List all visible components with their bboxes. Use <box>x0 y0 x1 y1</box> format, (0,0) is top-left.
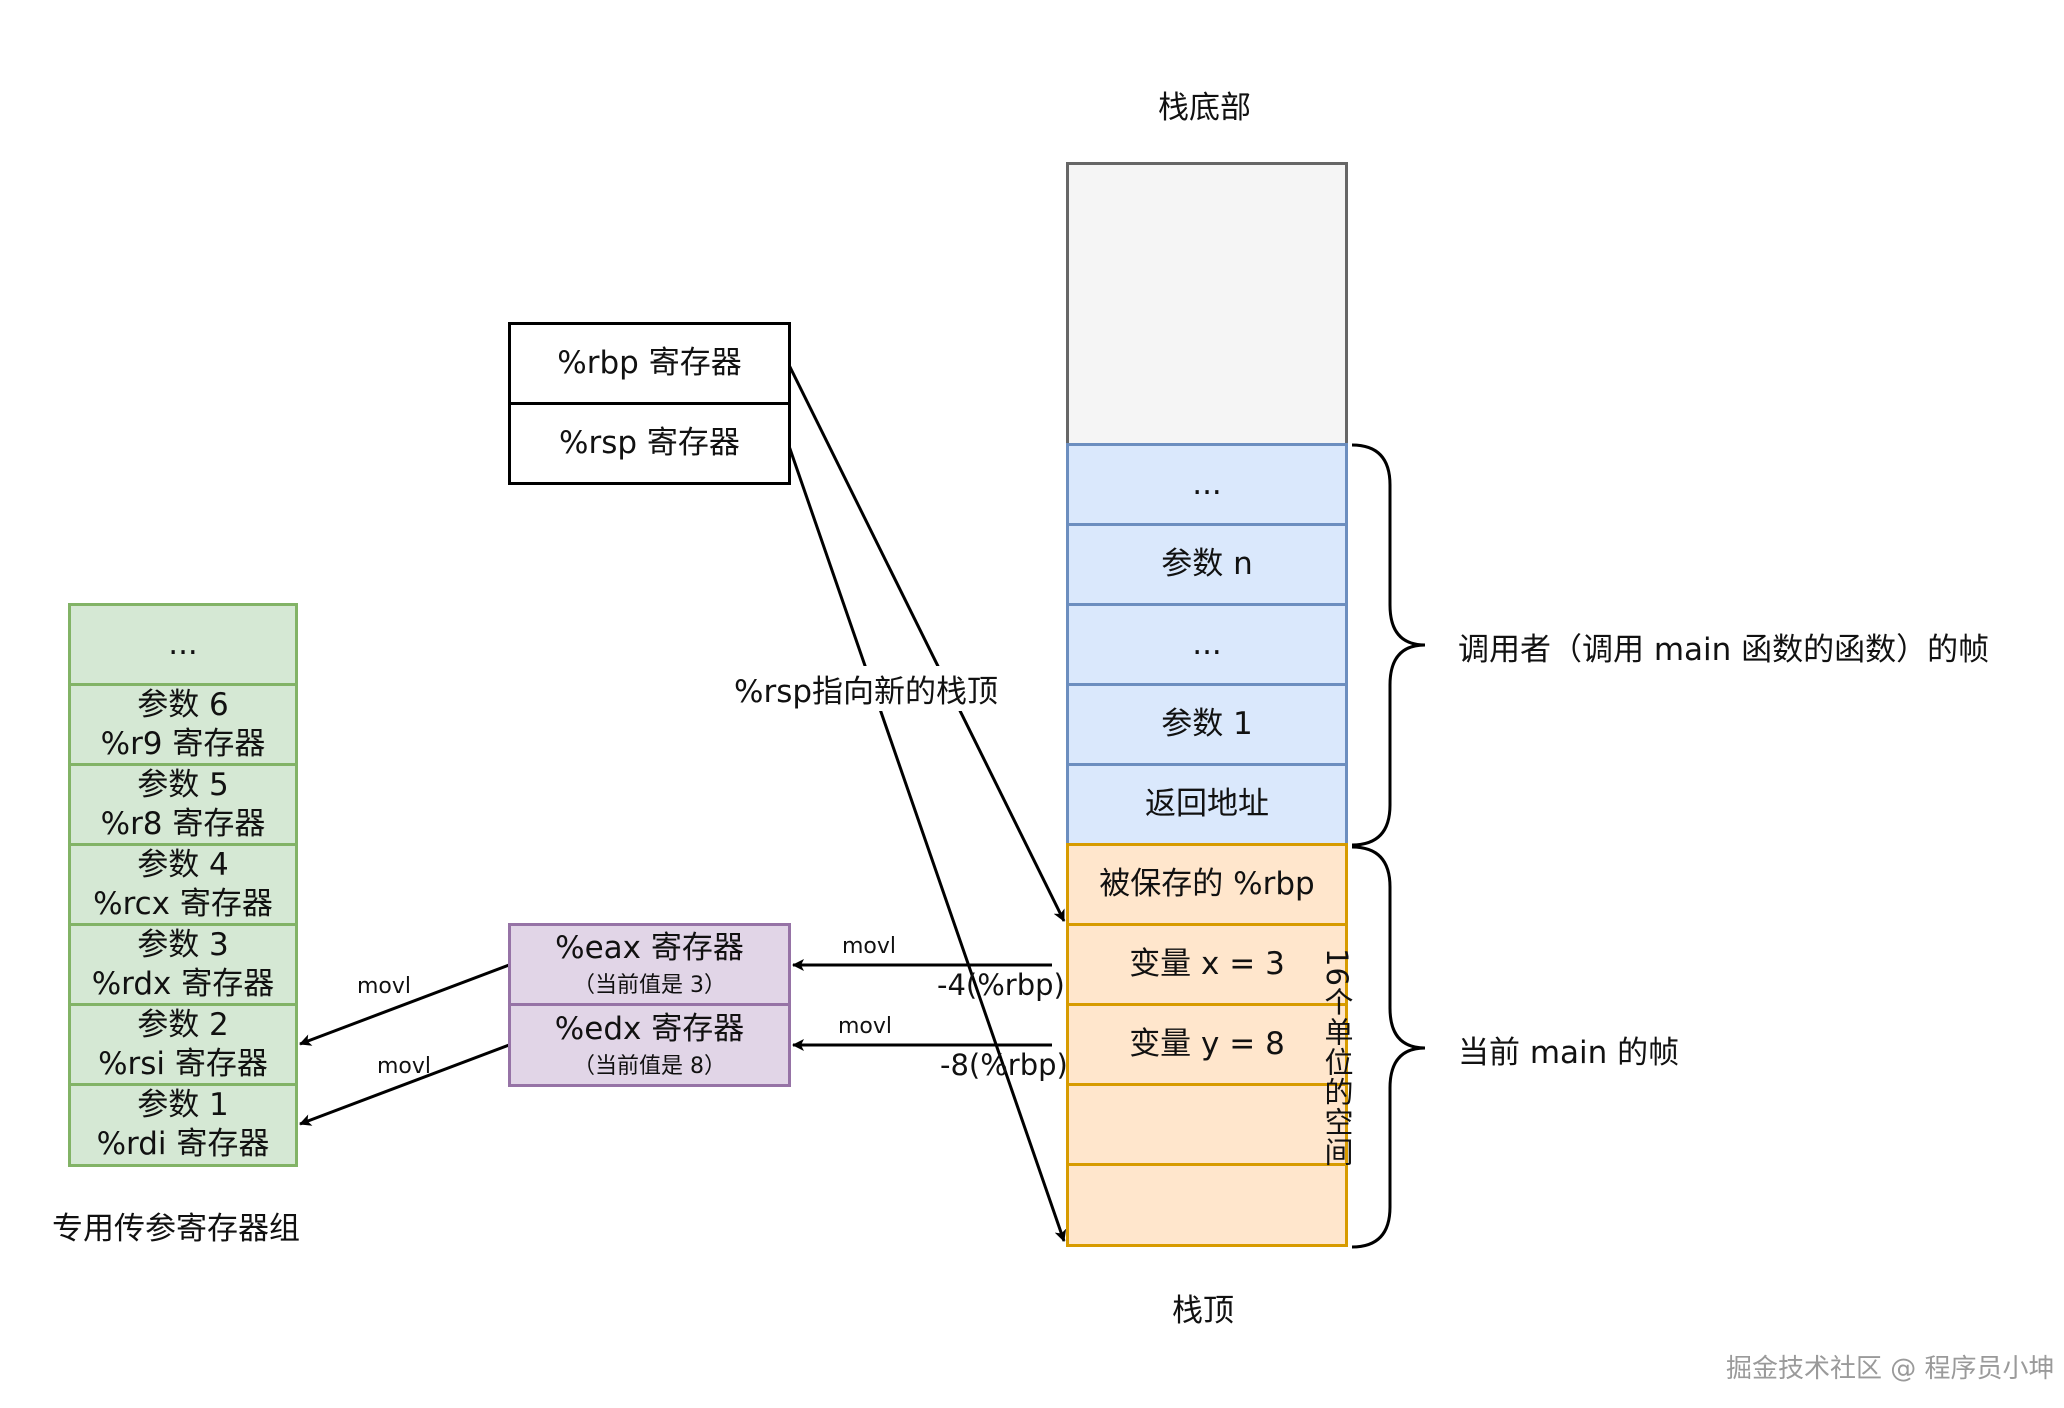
rsp-register-box: %rsp 寄存器 <box>508 402 791 485</box>
stack-cell-saved-rbp: 被保存的 %rbp <box>1066 843 1348 926</box>
rbp-register-label: %rbp 寄存器 <box>557 345 742 382</box>
rsp-new-top-note: %rsp指向新的栈顶 <box>732 666 1001 711</box>
edx-register-value: （当前值是 8） <box>573 1053 726 1079</box>
stack-cell-text: 参数 1 <box>1161 706 1253 743</box>
stack-cell-return-address: 返回地址 <box>1066 763 1348 846</box>
arg-register-line2: %r8 寄存器 <box>100 805 266 842</box>
movl-to-edx-source: -8(%rbp) <box>940 1048 1068 1082</box>
stack-cell-var-x: 变量 x = 3 <box>1066 923 1348 1006</box>
arg-register-line1: 参数 2 <box>137 1006 229 1043</box>
movl-to-rsi-arrow <box>299 963 510 1046</box>
arg-register-line2: %rcx 寄存器 <box>93 885 273 922</box>
stack-cell-caller-ellipsis-mid: ... <box>1066 603 1348 686</box>
rbp-register-box: %rbp 寄存器 <box>508 322 791 405</box>
movl-to-rsi-op: movl <box>357 974 412 999</box>
movl-to-rdi-arrow <box>299 1043 510 1126</box>
stack-empty-region <box>1066 162 1348 446</box>
stack-cell-caller-ellipsis-top: ... <box>1066 443 1348 526</box>
movl-to-eax-source: -4(%rbp) <box>937 968 1065 1002</box>
edx-register-box: %edx 寄存器 （当前值是 8） <box>508 1003 791 1087</box>
stack-top-label: 栈顶 <box>1172 1293 1234 1329</box>
stack-cell-text: 返回地址 <box>1145 786 1269 823</box>
arg-register-rcx: 参数 4 %rcx 寄存器 <box>68 843 298 926</box>
movl-to-rdi-op: movl <box>377 1054 432 1079</box>
stack-cell-text: 变量 y = 8 <box>1129 1026 1285 1063</box>
frame-space-label: 16个单位的空间 <box>1320 948 1354 1167</box>
arg-register-r8: 参数 5 %r8 寄存器 <box>68 763 298 846</box>
stack-bottom-label: 栈底部 <box>1158 90 1251 126</box>
stack-cell-empty-2 <box>1066 1163 1348 1247</box>
arg-register-line1: 参数 4 <box>137 846 229 883</box>
eax-register-name: %eax 寄存器 <box>555 930 744 967</box>
movl-to-eax-op: movl <box>842 934 897 959</box>
arg-register-rdi: 参数 1 %rdi 寄存器 <box>68 1083 298 1167</box>
stack-cell-text: 变量 x = 3 <box>1129 946 1285 983</box>
stack-cell-empty-1 <box>1066 1083 1348 1166</box>
arg-register-line1: 参数 5 <box>137 766 229 803</box>
arg-register-line2: %rdx 寄存器 <box>91 965 275 1002</box>
arg-register-rsi: 参数 2 %rsi 寄存器 <box>68 1003 298 1086</box>
current-frame-brace <box>1351 845 1426 1249</box>
caller-frame-label: 调用者（调用 main 函数的函数）的帧 <box>1458 632 1990 668</box>
arg-register-line1: 参数 6 <box>137 686 229 723</box>
stack-cell-text: 被保存的 %rbp <box>1099 866 1315 903</box>
stack-cell-text: 参数 n <box>1161 546 1253 583</box>
arg-register-rdx: 参数 3 %rdx 寄存器 <box>68 923 298 1006</box>
eax-register-box: %eax 寄存器 （当前值是 3） <box>508 923 791 1006</box>
caller-frame-brace <box>1351 443 1426 847</box>
arg-register-line2: %rsi 寄存器 <box>98 1045 268 1082</box>
arg-register-line1: 参数 3 <box>137 926 229 963</box>
movl-to-edx-op: movl <box>838 1014 893 1039</box>
rbp-pointer-arrow <box>787 364 1066 922</box>
arg-register-group-label: 专用传参寄存器组 <box>52 1211 300 1247</box>
stack-cell-text: ... <box>1192 626 1222 663</box>
stack-cell-var-y: 变量 y = 8 <box>1066 1003 1348 1086</box>
arg-register-r9: 参数 6 %r9 寄存器 <box>68 683 298 766</box>
stack-cell-arg-1: 参数 1 <box>1066 683 1348 766</box>
rsp-pointer-arrow <box>787 445 1067 1242</box>
edx-register-name: %edx 寄存器 <box>554 1010 745 1047</box>
arg-register-line2: %r9 寄存器 <box>100 725 266 762</box>
stack-cell-arg-n: 参数 n <box>1066 523 1348 606</box>
arg-register-line1: ... <box>168 626 198 663</box>
eax-register-value: （当前值是 3） <box>573 973 726 999</box>
stack-cell-text: ... <box>1192 466 1222 503</box>
current-frame-label: 当前 main 的帧 <box>1458 1035 1680 1071</box>
arg-register-ellipsis: ... <box>68 603 298 686</box>
arg-register-line2: %rdi 寄存器 <box>96 1126 270 1162</box>
watermark: 掘金技术社区 @ 程序员小坤 <box>1726 1354 2055 1384</box>
arg-register-line1: 参数 1 <box>137 1087 229 1124</box>
rsp-register-label: %rsp 寄存器 <box>559 425 740 462</box>
